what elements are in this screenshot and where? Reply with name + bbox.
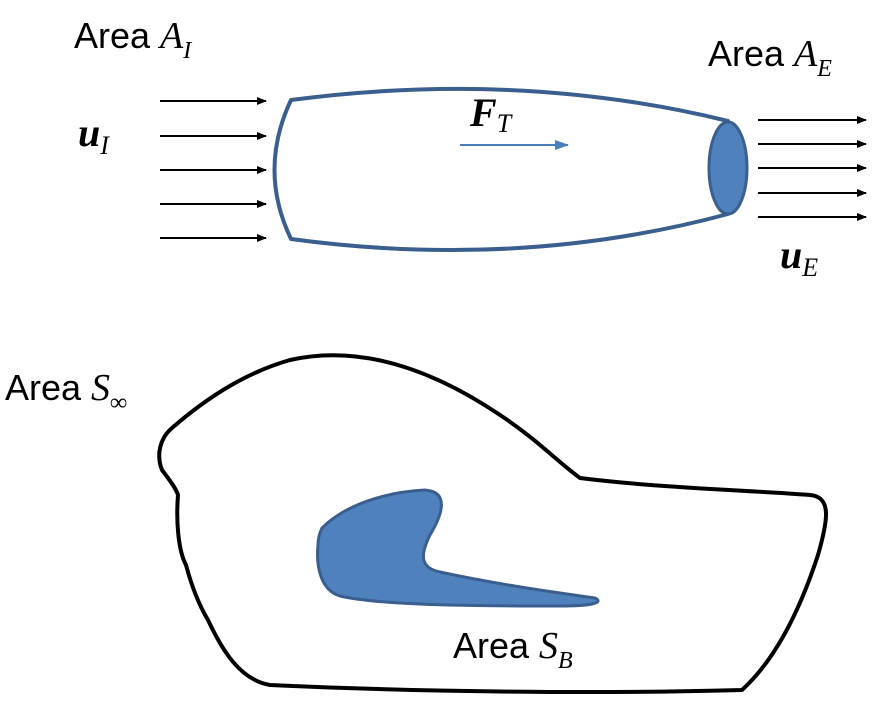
thrust-force-label: FT: [469, 90, 513, 138]
engine-control-volume: [272, 86, 730, 253]
immersed-body: [316, 488, 600, 608]
exit-flow-arrows: [758, 116, 867, 221]
exit-velocity-label: uE: [780, 232, 818, 282]
inlet-flow-arrows: [160, 97, 267, 242]
outer-control-surface: [157, 353, 828, 695]
exit-area-disk: [707, 120, 749, 216]
inlet-velocity-label: uI: [78, 110, 110, 160]
